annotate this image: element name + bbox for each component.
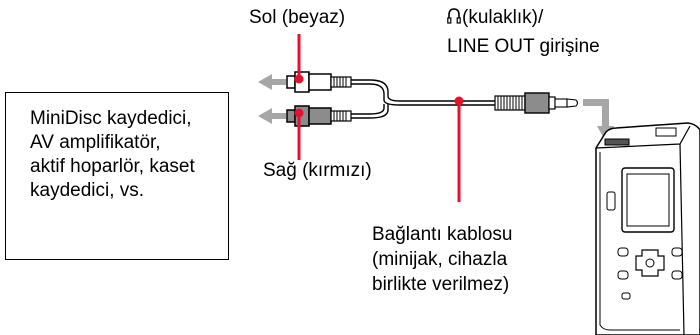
external-device-line: MiniDisc kaydedici, [30,108,192,129]
rca-plug-red [286,105,352,127]
external-device-text: MiniDisc kaydedici, AV amplifikatör, akt… [30,107,195,203]
cable-line2: (minijak, cihazla [372,249,508,270]
headphone-jack-line1: (kulaklık)/ [462,7,544,28]
connection-cable [351,79,495,119]
external-device-box: MiniDisc kaydedici, AV amplifikatör, akt… [5,92,229,260]
headphone-icon [447,8,461,24]
external-device-line: aktif hoparlör, kaset [30,156,195,177]
label-cable: Bağlantı kablosu (minijak, cihazla birli… [372,222,513,297]
label-right-red: Sağ (kırmızı) [263,160,372,181]
arrow-left-icon [258,74,286,124]
label-line-out: LINE OUT girişine [447,36,600,57]
external-device-line: AV amplifikatör, [30,132,161,153]
cable-line1: Bağlantı kablosu [372,224,513,245]
cable-line3: birlikte verilmez) [372,274,510,295]
leader-dots [294,74,464,118]
label-headphone-jack: (kulaklık)/ [447,6,543,29]
external-device-line: kaydedici, vs. [30,180,145,201]
minijack-plug [494,92,579,114]
label-left-white: Sol (beyaz) [249,7,346,28]
leader-lines [297,34,461,202]
portable-player-icon [595,122,700,335]
